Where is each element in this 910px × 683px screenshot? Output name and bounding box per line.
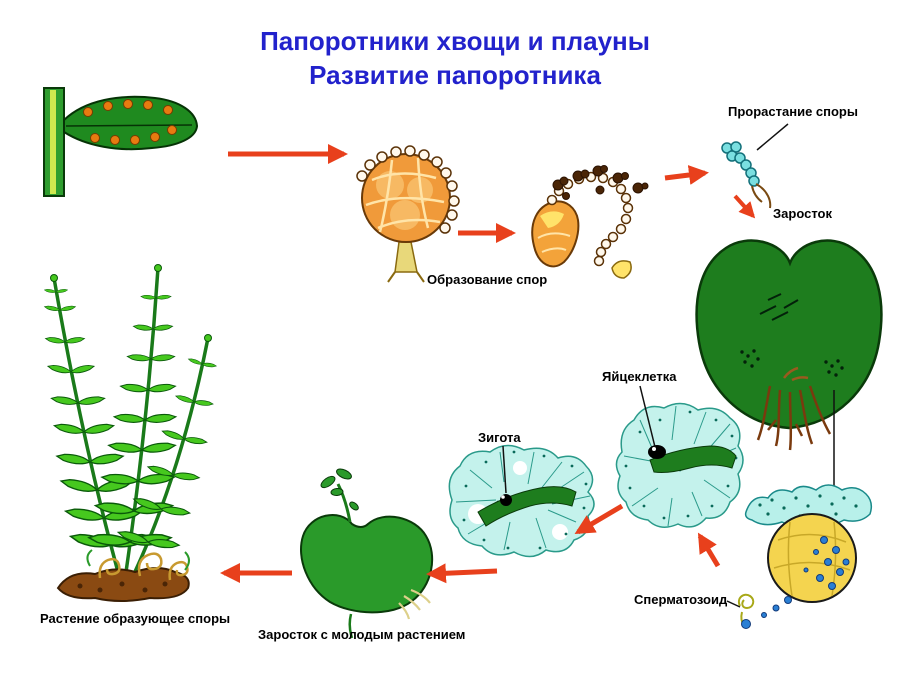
sprout-leaves bbox=[320, 468, 359, 511]
label-spore-forming-plant: Растение образующее споры bbox=[40, 611, 231, 626]
label-spermatozoid: Сперматозоид bbox=[634, 592, 728, 607]
spermatozoid-drawing bbox=[738, 593, 755, 629]
rhizoids bbox=[756, 366, 832, 451]
spore-rhizoids bbox=[751, 183, 772, 209]
antheridium-drawing bbox=[738, 390, 873, 629]
label-spore-formation: Образование спор bbox=[427, 272, 548, 287]
label-prothallus: Заросток bbox=[773, 206, 832, 221]
young-roots bbox=[398, 588, 431, 620]
zygote-structure-drawing bbox=[448, 444, 595, 558]
egg-cell bbox=[648, 445, 666, 459]
sperm-cells bbox=[761, 536, 850, 618]
annulus-cells bbox=[356, 145, 460, 234]
prothallus-dots bbox=[740, 349, 844, 377]
slide-title: Папоротники хвощи и плауны Развитие папо… bbox=[0, 24, 910, 92]
arrow-egg-to-zygote bbox=[574, 503, 624, 535]
fern-frond-middle bbox=[87, 264, 177, 548]
label-zygote: Зигота bbox=[478, 430, 521, 445]
soil-spots bbox=[77, 581, 168, 593]
young-shoots bbox=[86, 549, 190, 571]
slide-title-line2: Развитие папоротника bbox=[309, 60, 601, 90]
spores bbox=[552, 165, 649, 200]
arrow-sperm-to-egg bbox=[697, 532, 721, 568]
adult-fern-drawing bbox=[43, 264, 217, 602]
antheridium-cell-dots bbox=[758, 494, 858, 518]
label-egg-cell: Яйцеклетка bbox=[602, 369, 677, 384]
prothallus-drawing bbox=[695, 239, 883, 451]
arrow-spores-to-germination bbox=[664, 165, 709, 185]
label-spore-germination: Прорастание споры bbox=[728, 104, 858, 119]
label-pointer-lines bbox=[502, 123, 789, 608]
fern-frond-left bbox=[43, 274, 154, 551]
young-prothallus-drawing bbox=[300, 468, 434, 639]
sporangium-drawing bbox=[356, 145, 460, 283]
arrow-zygote-to-young-prothallus bbox=[426, 563, 498, 584]
sporangium-open-drawing bbox=[531, 165, 649, 279]
germinating-spore-drawing bbox=[721, 141, 772, 209]
egg-cell-structure-drawing bbox=[615, 402, 744, 528]
fern-frond-right bbox=[116, 334, 217, 550]
label-prothallus-with-young-plant: Заросток с молодым растением bbox=[258, 627, 466, 642]
archegonia-marks bbox=[759, 293, 799, 321]
pointer-zygote bbox=[502, 445, 507, 494]
pointer-egg-cell bbox=[639, 385, 656, 448]
slide-title-line1: Папоротники хвощи и плауны bbox=[260, 26, 650, 56]
fern-leaf-with-sori-drawing bbox=[43, 87, 199, 197]
arrow-to-prothallus bbox=[733, 194, 756, 219]
pointer-spore-germination bbox=[756, 123, 789, 151]
pointer-spermatozoid bbox=[726, 600, 741, 608]
cycle-arrows bbox=[220, 144, 756, 584]
